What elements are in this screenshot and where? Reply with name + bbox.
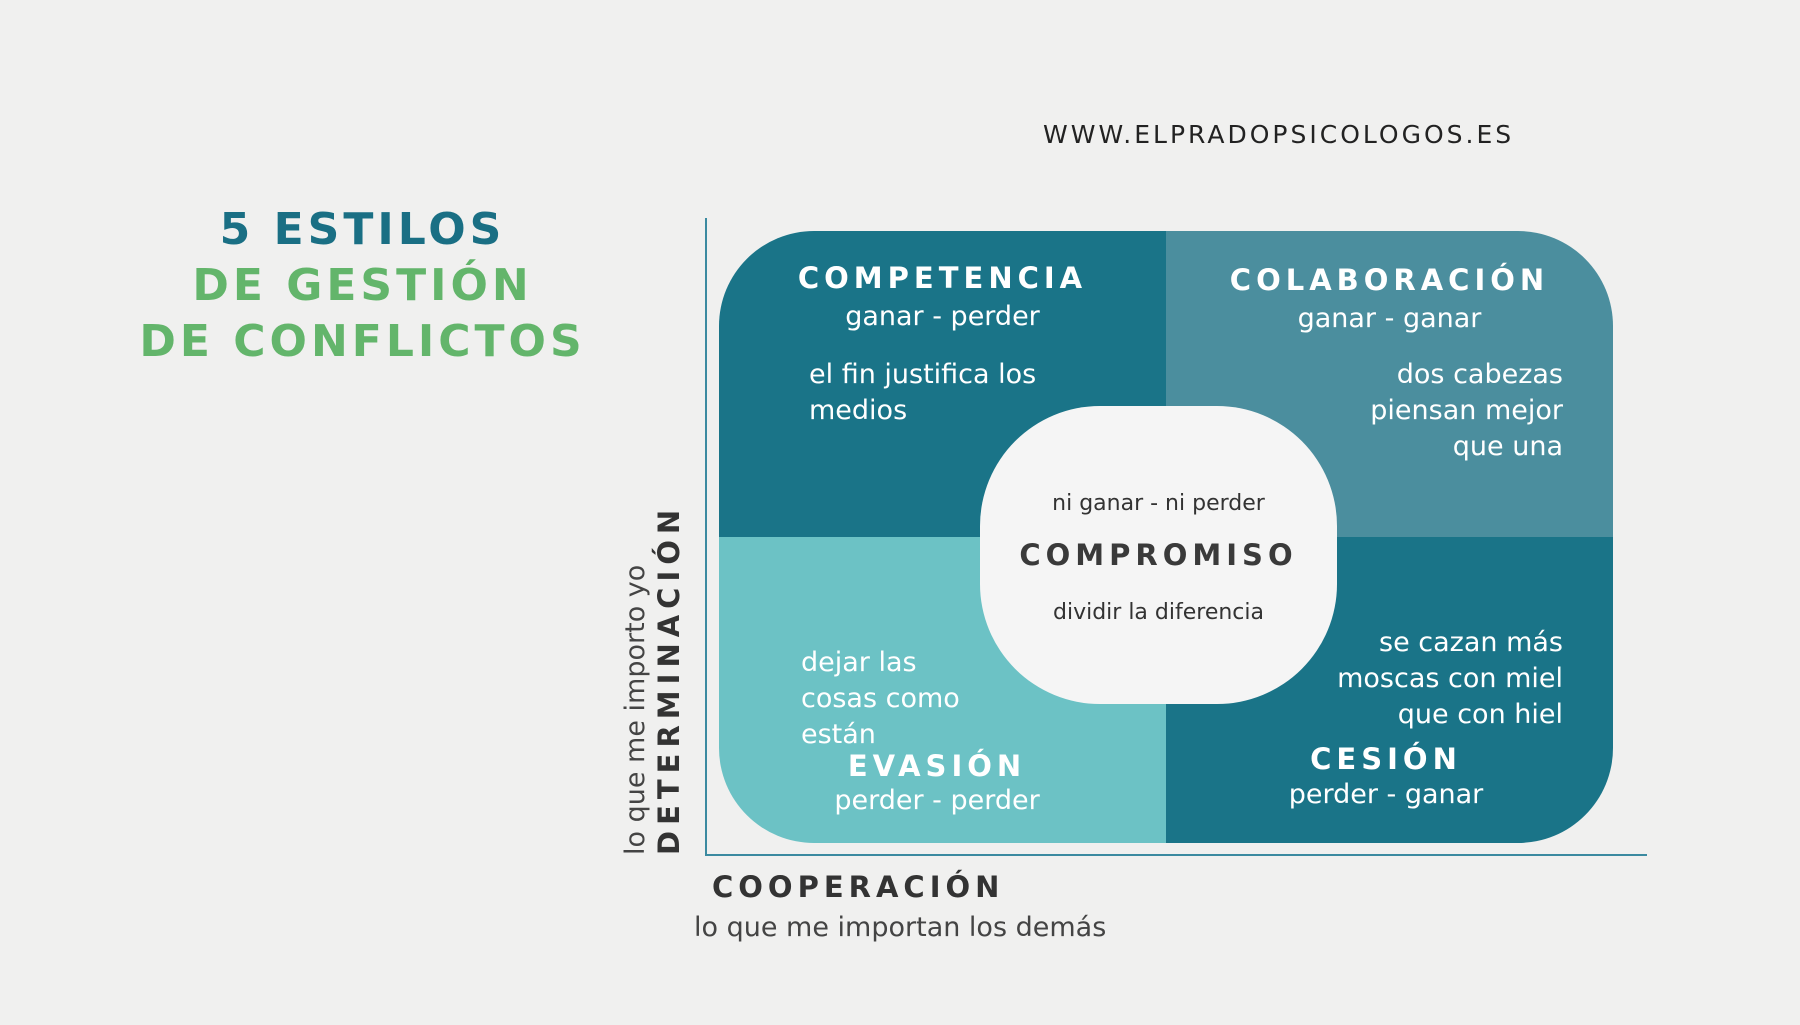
quadrant-outcome: perder - perder: [834, 785, 1040, 816]
website-url: WWW.ELPRADOPSICOLOGOS.ES: [1043, 120, 1515, 149]
quadrant-title: COMPETENCIA: [797, 261, 1088, 295]
quote-line: que una: [1452, 431, 1563, 462]
quote-line: dejar las: [801, 647, 917, 678]
quadrant-colaboracion: COLABORACIÓN ganar - ganar dos cabezas p…: [1166, 231, 1613, 537]
conflict-matrix: COMPETENCIA ganar - perder el fin justif…: [719, 231, 1613, 843]
title-line-3: DE CONFLICTOS: [139, 316, 586, 367]
compromiso-outcome: ni ganar - ni perder: [1052, 491, 1265, 516]
quote-line: medios: [809, 395, 908, 426]
quadrant-quote: dejar las cosas como están: [801, 645, 960, 753]
compromiso-center: ni ganar - ni perder COMPROMISO dividir …: [980, 406, 1337, 704]
title-line-1: 5 ESTILOS: [219, 204, 506, 255]
page-title: 5 ESTILOS DE GESTIÓN DE CONFLICTOS: [100, 202, 625, 370]
quote-line: piensan mejor: [1370, 395, 1563, 426]
quote-line: el fin justifica los: [809, 359, 1037, 390]
quadrant-quote: el fin justifica los medios: [809, 357, 1036, 429]
title-line-2: DE GESTIÓN: [192, 260, 533, 311]
quote-line: están: [801, 719, 876, 750]
quadrant-outcome: ganar - perder: [845, 301, 1040, 332]
quote-line: moscas con miel: [1337, 663, 1563, 694]
x-axis-sublabel: lo que me importan los demás: [694, 912, 1107, 943]
quadrant-title: COLABORACIÓN: [1229, 263, 1550, 297]
quadrant-title: CESIÓN: [1310, 742, 1462, 776]
quote-line: dos cabezas: [1396, 359, 1563, 390]
quadrant-outcome: ganar - ganar: [1297, 303, 1482, 334]
compromiso-title: COMPROMISO: [1019, 538, 1298, 572]
quadrant-competencia: COMPETENCIA ganar - perder el fin justif…: [719, 231, 1166, 537]
quote-line: se cazan más: [1379, 627, 1563, 658]
quote-line: cosas como: [801, 683, 960, 714]
quadrant-quote: se cazan más moscas con miel que con hie…: [1337, 625, 1563, 733]
y-axis-sublabel: lo que me importo yo: [620, 564, 651, 855]
quote-line: que con hiel: [1397, 699, 1563, 730]
x-axis-line: [705, 854, 1647, 856]
quadrant-quote: dos cabezas piensan mejor que una: [1370, 357, 1563, 465]
x-axis-label: COOPERACIÓN: [712, 870, 1005, 904]
y-axis-label: DETERMINACIÓN: [652, 503, 686, 855]
quadrant-title: EVASIÓN: [847, 749, 1027, 783]
y-axis-line: [705, 218, 707, 856]
quadrant-outcome: perder - ganar: [1288, 779, 1484, 810]
compromiso-quote: dividir la diferencia: [1053, 600, 1264, 625]
